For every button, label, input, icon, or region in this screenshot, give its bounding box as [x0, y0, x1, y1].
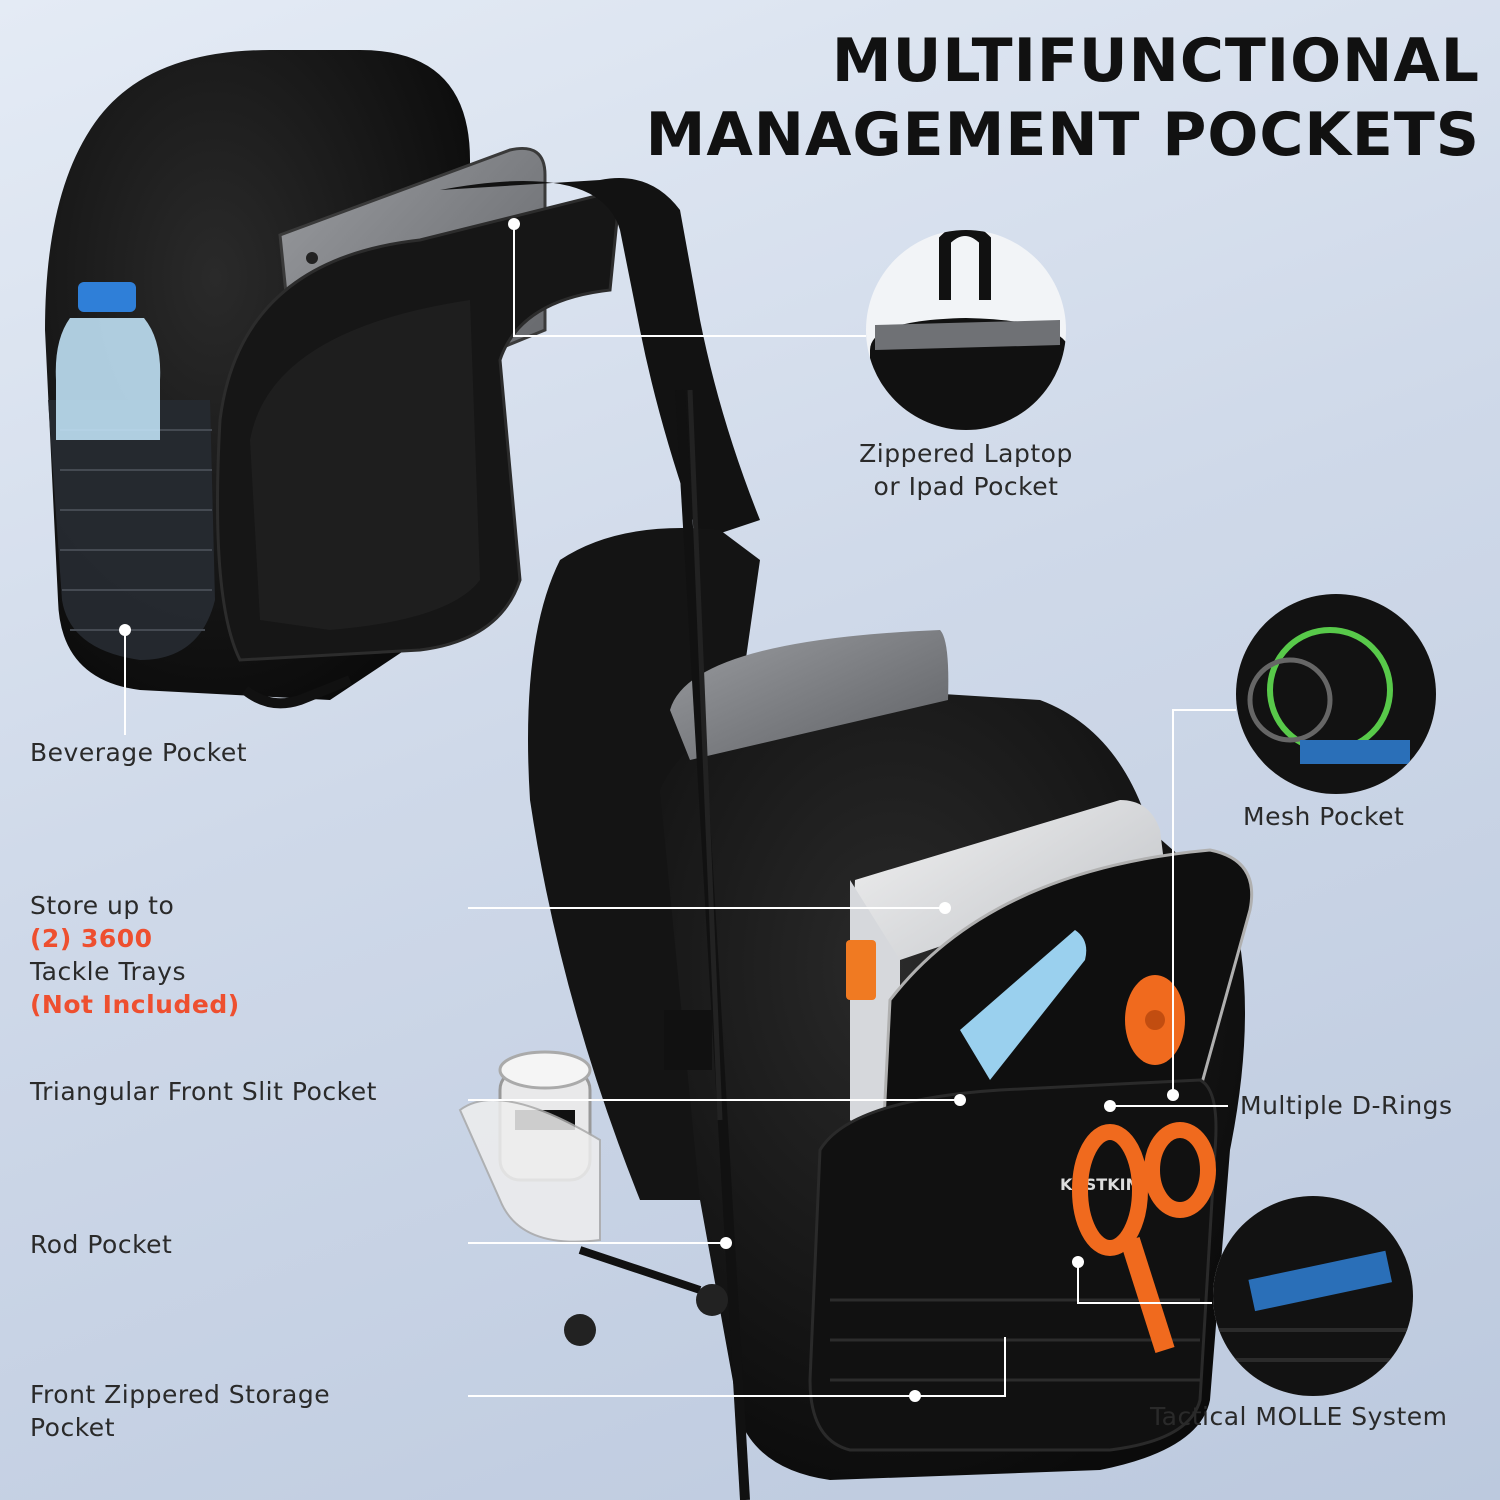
mesh-pocket-callout	[1236, 594, 1436, 794]
label-mesh-pocket: Mesh Pocket	[1243, 802, 1405, 831]
water-bottle	[55, 282, 161, 440]
molle-callout	[1213, 1196, 1413, 1396]
label-beverage-pocket: Beverage Pocket	[30, 738, 247, 767]
laptop-pocket-callout	[866, 230, 1066, 430]
label-rod-pocket: Rod Pocket	[30, 1230, 173, 1259]
scissors	[1072, 1122, 1216, 1354]
page-title: MULTIFUNCTIONAL MANAGEMENT POCKETS	[646, 24, 1480, 172]
title-line-1: MULTIFUNCTIONAL	[831, 26, 1480, 96]
label-front-storage-pocket: Front Zippered Storage Pocket	[30, 1380, 331, 1442]
fishing-rod	[664, 389, 750, 1500]
callout-leaders	[124, 224, 1236, 1397]
not-included-highlight: (Not Included)	[30, 990, 240, 1019]
label-tackle-trays: Store up to (2) 3600 Tackle Trays (Not I…	[30, 891, 240, 1019]
callout-dots	[119, 218, 1179, 1402]
label-d-rings: Multiple D-Rings	[1240, 1091, 1453, 1120]
sling-bag-front-view: KASTKING	[528, 528, 1254, 1480]
backpack-rear-view	[45, 50, 622, 709]
label-triangular-pocket: Triangular Front Slit Pocket	[30, 1077, 377, 1106]
label-laptop-pocket: Zippered Laptop or Ipad Pocket	[859, 439, 1073, 501]
orange-retractor	[1125, 975, 1185, 1065]
spinning-reel	[458, 1050, 728, 1346]
title-line-2: MANAGEMENT POCKETS	[645, 100, 1480, 170]
tackle-capacity-highlight: (2) 3600	[30, 924, 153, 953]
label-molle-system: Tactical MOLLE System	[1150, 1402, 1448, 1431]
